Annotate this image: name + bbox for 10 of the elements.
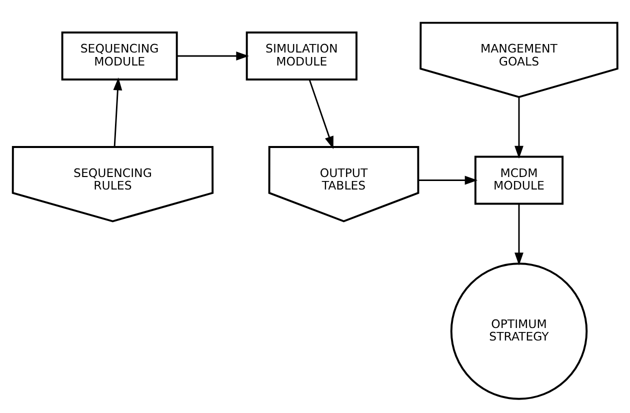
arrow bbox=[514, 96, 524, 158]
arrow bbox=[308, 78, 334, 149]
arrow bbox=[177, 51, 249, 60]
arrow bbox=[113, 76, 122, 147]
arrow bbox=[418, 175, 478, 184]
node-box: SEQUENCING MODULE bbox=[61, 31, 178, 80]
node-box: MCDM MODULE bbox=[474, 155, 564, 204]
node-circle: OPTIMUM STRATEGY bbox=[450, 262, 588, 400]
arrow bbox=[514, 203, 524, 265]
node-box: SIMULATION MODULE bbox=[246, 31, 358, 80]
